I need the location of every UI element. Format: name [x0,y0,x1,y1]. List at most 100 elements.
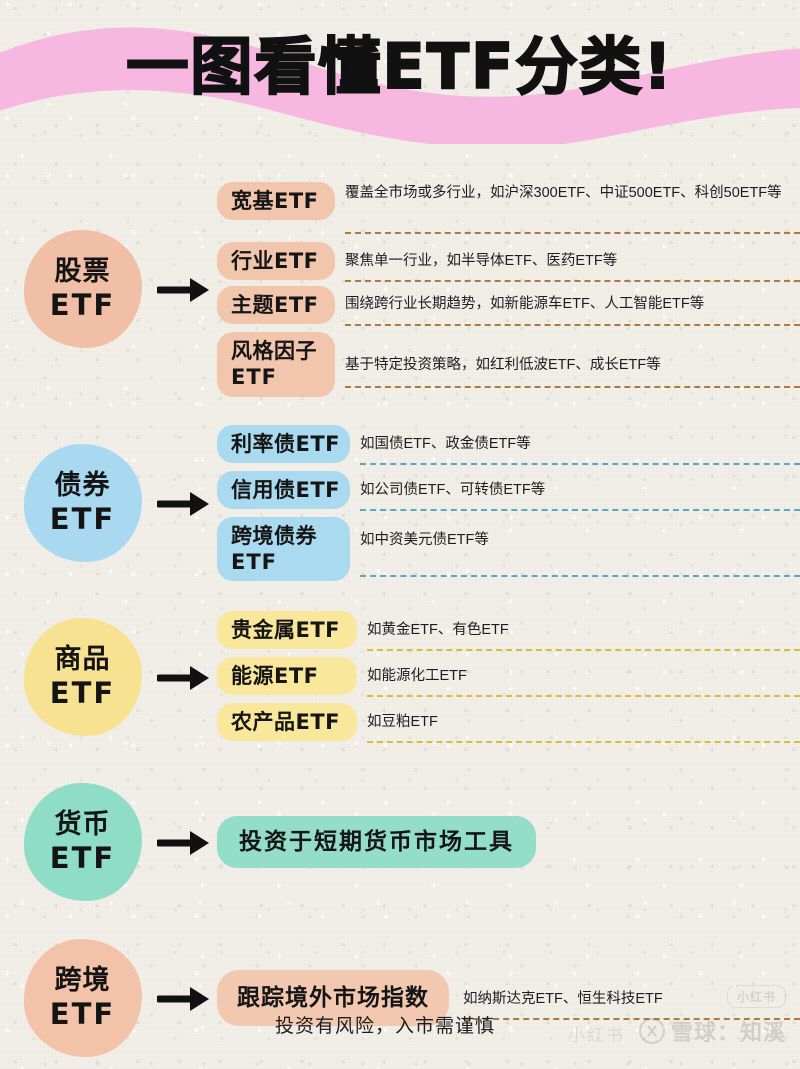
subtype-pill-cross-border-bond[interactable]: 跨境债券 ETF [217,516,350,582]
desc-wrap-stock-2: 围绕跨行业长期趋势，如新能源车ETF、人工智能ETF等 [335,286,800,327]
row-divider [345,386,800,389]
subtype-description: 如国债ETF、政金债ETF等 [360,435,531,452]
subtype-pill-credit-bond[interactable]: 信用债ETF [217,470,350,509]
row-stock-2: 主题ETF 围绕跨行业长期趋势，如新能源车ETF、人工智能ETF等 [217,286,800,327]
pill-label: 信用债ETF [231,477,341,502]
arrow-icon-cross-border [155,978,215,1018]
arrow-icon-bond [155,483,215,523]
blob-wrap-money: 货币 ETF [0,783,165,902]
category-blob-commodity[interactable]: 商品 ETF [23,618,142,737]
row-divider [463,1018,800,1021]
row-commodity-0: 贵金属ETF 如黄金ETF、有色ETF [217,611,800,652]
subtype-pill-broad-based[interactable]: 宽基ETF [217,182,335,221]
pill-label: 农产品ETF [231,710,341,735]
section-commodity: 商品 ETF 贵金属ETF 如黄金ETF、有色ETF [0,611,800,744]
page-title: 一图看懂ETF分类! [125,30,674,103]
category-blob-cross-border[interactable]: 跨境 ETF [23,939,142,1058]
subtype-description: 覆盖全市场或多行业，如沪深300ETF、中证500ETF、科创50ETF等 [345,185,782,201]
pill-label: 投资于短期货币市场工具 [239,828,514,855]
subtype-description: 如黄金ETF、有色ETF [367,622,509,639]
row-bond-0: 利率债ETF 如国债ETF、政金债ETF等 [217,424,800,465]
row-commodity-1: 能源ETF 如能源化工ETF [217,657,800,698]
arrow-icon-money [155,822,215,862]
pill-label: 贵金属ETF [231,618,341,643]
xiaohongshu-watermark-badge: 小红书 [726,985,786,1008]
pill-label: 跨境债券 [231,523,317,548]
subtype-description: 如公司债ETF、可转债ETF等 [360,481,546,498]
category-blob-stock[interactable]: 股票 ETF [23,230,142,349]
blob-label-line1: 股票 [54,256,111,288]
subtype-pill-agriculture[interactable]: 农产品ETF [217,703,357,742]
section-money: 货币 ETF 投资于短期货币市场工具 [0,783,800,902]
desc-wrap-bond-0: 如国债ETF、政金债ETF等 [350,425,800,465]
desc-wrap-commodity-0: 如黄金ETF、有色ETF [357,611,800,652]
row-commodity-2: 农产品ETF 如豆粕ETF [217,703,800,744]
blob-label-line1: 跨境 [54,965,111,997]
desc-wrap-cross-border-0: 如纳斯达克ETF、恒生科技ETF [449,970,800,1021]
pill-label-second-line: ETF [231,549,278,574]
row-divider [360,508,800,511]
desc-wrap-commodity-2: 如豆粕ETF [357,703,800,744]
row-divider [367,741,800,744]
blob-label-line2: ETF [49,841,116,876]
subtype-description: 聚焦单一行业，如半导体ETF、医药ETF等 [345,253,618,269]
xueqiu-logo-icon [638,1018,665,1044]
sections-container: 股票 ETF 宽基ETF 覆盖全市场或多行业，如沪深300ETF、中证500ET… [0,182,800,1058]
xueqiu-watermark-label: 雪球：知溪 [670,1020,786,1045]
rows-money: 投资于短期货币市场工具 [217,816,800,869]
row-divider [360,574,800,577]
subtype-description: 如能源化工ETF [367,668,467,685]
pill-label: 跟踪境外市场指数 [237,984,429,1011]
blob-wrap-bond: 债券 ETF [0,443,165,562]
desc-wrap-stock-0: 覆盖全市场或多行业，如沪深300ETF、中证500ETF、科创50ETF等 [335,182,800,234]
section-cross-border: 跨境 ETF 跟踪境外市场指数 如纳斯达克ETF、恒生科技ETF [0,939,800,1058]
subtype-description: 如豆粕ETF [367,714,438,731]
blob-wrap-stock: 股票 ETF [0,230,165,349]
section-bond: 债券 ETF 利率债ETF 如国债ETF、政金债ETF等 [0,424,800,582]
subtype-pill-rate-bond[interactable]: 利率债ETF [217,424,350,463]
arrow-icon-stock [155,269,215,309]
row-divider [345,324,800,327]
subtype-description: 如纳斯达克ETF、恒生科技ETF [463,991,663,1008]
subtype-pill-industry[interactable]: 行业ETF [217,242,335,281]
subtype-pill-energy[interactable]: 能源ETF [217,657,357,696]
rows-bond: 利率债ETF 如国债ETF、政金债ETF等 信用债ETF 如公司债ETF、可转债… [217,424,800,582]
blob-wrap-cross-border: 跨境 ETF [0,939,165,1058]
desc-wrap-stock-1: 聚焦单一行业，如半导体ETF、医药ETF等 [335,242,800,283]
subtype-pill-style-factor[interactable]: 风格因子 ETF [217,332,335,397]
blob-wrap-commodity: 商品 ETF [0,618,165,737]
subtype-pill-money-market[interactable]: 投资于短期货币市场工具 [217,816,536,869]
subtype-description: 如中资美元债ETF等 [360,531,489,548]
rows-commodity: 贵金属ETF 如黄金ETF、有色ETF 能源ETF 如能源化工ETF [217,611,800,744]
pill-label: 利率债ETF [231,431,341,456]
risk-disclaimer: 投资有风险，入市需谨慎 [275,1016,496,1037]
footer: 投资有风险，入市需谨慎 小红书 小红书 雪球：知溪 [0,985,800,1053]
row-divider [345,280,800,283]
row-stock-1: 行业ETF 聚焦单一行业，如半导体ETF、医药ETF等 [217,242,800,283]
row-cross-border-0: 跟踪境外市场指数 如纳斯达克ETF、恒生科技ETF [217,970,800,1027]
subtype-description: 围绕跨行业长期趋势，如新能源车ETF、人工智能ETF等 [345,296,705,313]
row-stock-3: 风格因子 ETF 基于特定投资策略，如红利低波ETF、成长ETF等 [217,332,800,397]
subtype-pill-theme[interactable]: 主题ETF [217,286,335,325]
rows-cross-border: 跟踪境外市场指数 如纳斯达克ETF、恒生科技ETF [217,970,800,1027]
row-divider [367,649,800,652]
blob-label-line2: ETF [49,501,116,536]
pill-label: 风格因子 [231,339,317,364]
row-bond-2: 跨境债券 ETF 如中资美元债ETF等 [217,516,800,582]
blob-label-line2: ETF [49,997,116,1032]
row-stock-0: 宽基ETF 覆盖全市场或多行业，如沪深300ETF、中证500ETF、科创50E… [217,182,800,234]
pink-wave-decoration [0,27,800,144]
pill-label: 能源ETF [231,664,319,689]
row-bond-1: 信用债ETF 如公司债ETF、可转债ETF等 [217,470,800,511]
desc-wrap-commodity-1: 如能源化工ETF [357,657,800,698]
row-divider [360,462,800,465]
desc-wrap-stock-3: 基于特定投资策略，如红利低波ETF、成长ETF等 [335,332,800,389]
pill-label: 主题ETF [231,293,319,318]
category-blob-money[interactable]: 货币 ETF [23,783,142,902]
subtype-pill-overseas-index[interactable]: 跟踪境外市场指数 [217,970,449,1027]
subtype-pill-precious-metal[interactable]: 贵金属ETF [217,611,357,650]
category-blob-bond[interactable]: 债券 ETF [23,443,142,562]
blob-label-line1: 货币 [54,809,111,841]
